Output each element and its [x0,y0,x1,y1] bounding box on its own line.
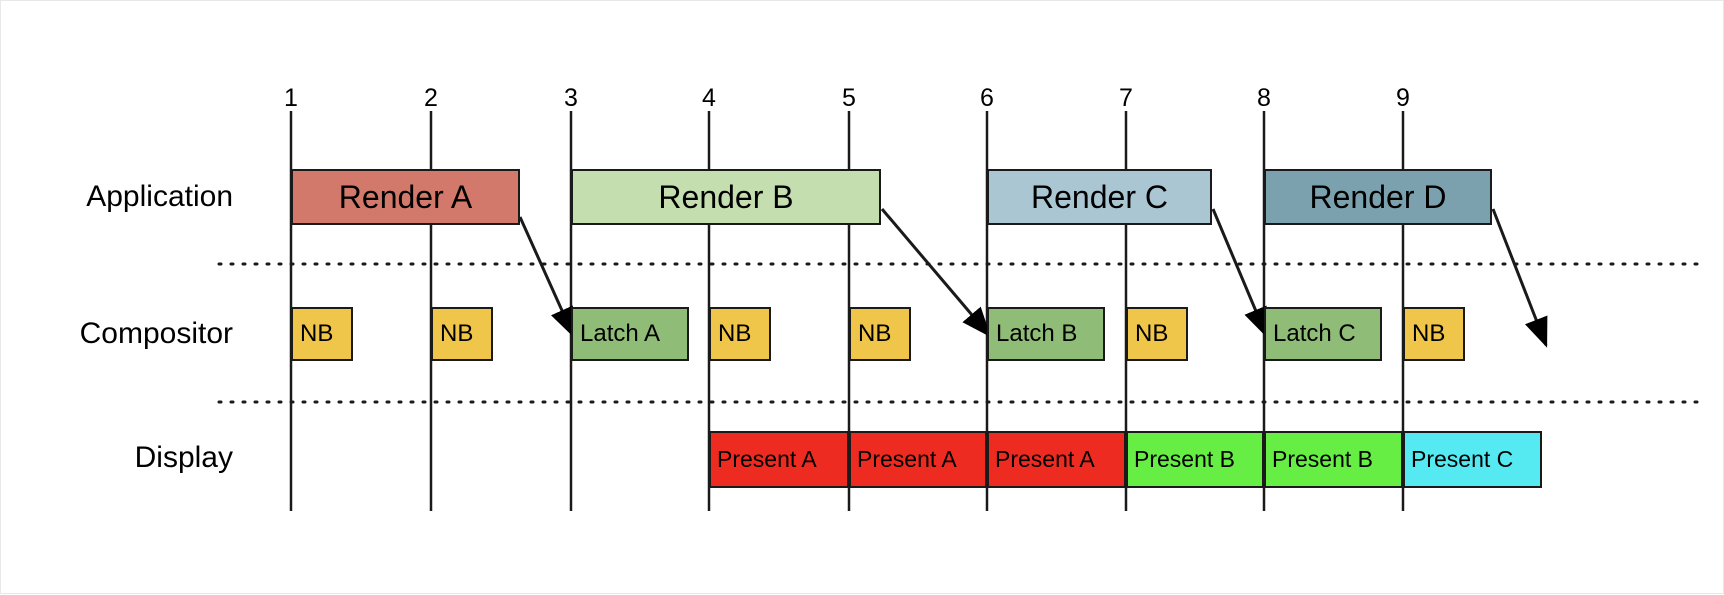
nb-block-4[interactable]: NB [849,307,911,361]
row-divider-lines [217,262,1709,404]
nb-block-3[interactable]: NB [709,307,771,361]
tick-label-1: 1 [284,84,298,112]
arrow-render-a-to-latch-a [518,216,575,338]
present-b-block-2[interactable]: Present B [1264,431,1403,488]
render-a-block[interactable]: Render A [291,169,520,225]
dependency-arrows [518,208,1548,348]
tick-label-2: 2 [424,84,438,112]
tick-label-9: 9 [1396,84,1410,112]
latch-b-block[interactable]: Latch B [987,307,1105,361]
arrow-render-b-to-latch-b [880,208,991,338]
tick-label-6: 6 [980,84,994,112]
nb-block-6[interactable]: NB [1403,307,1465,361]
render-d-block[interactable]: Render D [1264,169,1492,225]
nb-block-5[interactable]: NB [1126,307,1188,361]
present-a-block-2[interactable]: Present A [849,431,987,488]
row-label-compositor: Compositor [79,317,233,350]
latch-a-block[interactable]: Latch A [571,307,689,361]
tick-label-7: 7 [1119,84,1133,112]
nb-block-2[interactable]: NB [431,307,493,361]
tick-label-5: 5 [842,84,856,112]
arrow-render-c-to-latch-c [1211,208,1268,338]
tick-label-8: 8 [1257,84,1271,112]
render-c-block[interactable]: Render C [987,169,1212,225]
arrow-render-d-offscreen [1491,208,1548,348]
nb-block-1[interactable]: NB [291,307,353,361]
tick-label-3: 3 [564,84,578,112]
present-a-block-1[interactable]: Present A [709,431,849,488]
present-c-block-1[interactable]: Present C [1403,431,1542,488]
present-b-block-1[interactable]: Present B [1126,431,1264,488]
row-label-display: Display [134,441,233,474]
row-label-application: Application [86,180,233,213]
present-a-block-3[interactable]: Present A [987,431,1126,488]
latch-c-block[interactable]: Latch C [1264,307,1382,361]
render-b-block[interactable]: Render B [571,169,881,225]
tick-label-4: 4 [702,84,716,112]
